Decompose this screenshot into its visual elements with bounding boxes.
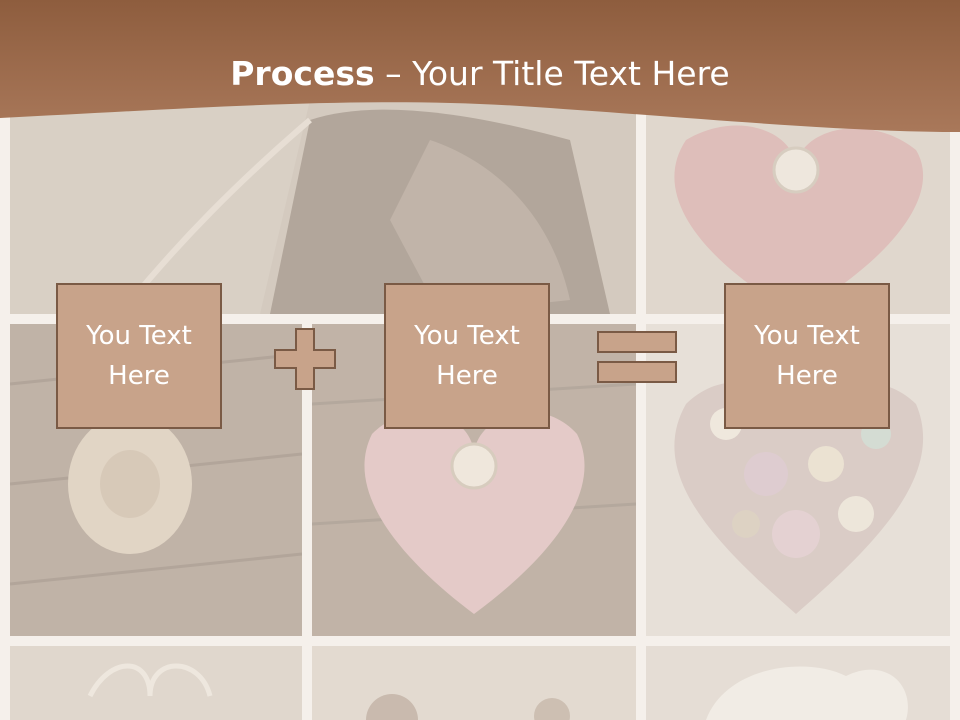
photo-wooden-buttons [312,646,636,720]
equals-icon [597,331,677,383]
photo-paper-heart [646,646,950,720]
plus-icon [274,328,336,390]
title-banner [0,0,960,132]
photo-twine-bow [10,646,302,720]
process-step-2[interactable]: You Text Here [384,283,550,429]
process-step-2-text: You Text Here [414,321,520,391]
slide-title-bold: Process [230,54,375,93]
slide-title: Process – Your Title Text Here [0,52,960,96]
process-step-1[interactable]: You Text Here [56,283,222,429]
process-step-result-text: You Text Here [754,321,860,391]
process-step-result[interactable]: You Text Here [724,283,890,429]
slide-title-rest: – Your Title Text Here [374,54,730,93]
process-step-1-text: You Text Here [86,321,192,391]
